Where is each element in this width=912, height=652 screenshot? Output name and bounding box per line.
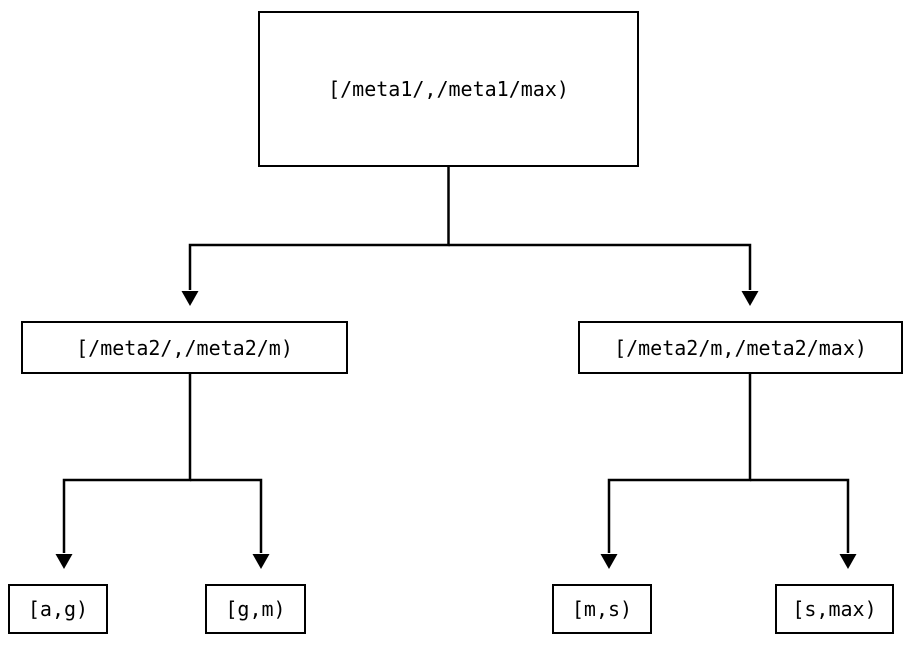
node-leaf-2-label: [g,m) [225,597,286,621]
arrowhead-icon [600,554,618,569]
node-leaf-1: [a,g) [8,584,108,634]
edge-root-to-mid-right [448,243,759,306]
edge-mid-left-to-leaf-2 [190,478,270,569]
node-mid-right: [/meta2/m,/meta2/max) [578,321,903,374]
node-root-label: [/meta1/,/meta1/max) [328,77,569,101]
edge-mid-right-to-leaf-4 [750,478,857,569]
node-leaf-4-label: [s,max) [792,597,877,621]
node-leaf-4: [s,max) [775,584,894,634]
arrowhead-icon [252,554,270,569]
arrowhead-icon [181,291,199,306]
node-leaf-1-label: [a,g) [27,597,89,621]
node-mid-left: [/meta2/,/meta2/m) [21,321,348,374]
edge-mid-right-to-leaf-3 [600,374,752,569]
node-leaf-2: [g,m) [205,584,306,634]
edge-mid-left-to-leaf-1 [55,374,192,569]
arrowhead-icon [839,554,857,569]
arrowhead-icon [55,554,73,569]
node-mid-right-label: [/meta2/m,/meta2/max) [614,335,867,360]
edge-root-to-mid-left [181,167,450,306]
node-leaf-3: [m,s) [552,584,652,634]
node-mid-left-label: [/meta2/,/meta2/m) [76,335,293,360]
node-root: [/meta1/,/meta1/max) [258,11,639,167]
arrowhead-icon [741,291,759,306]
node-leaf-3-label: [m,s) [571,597,633,621]
